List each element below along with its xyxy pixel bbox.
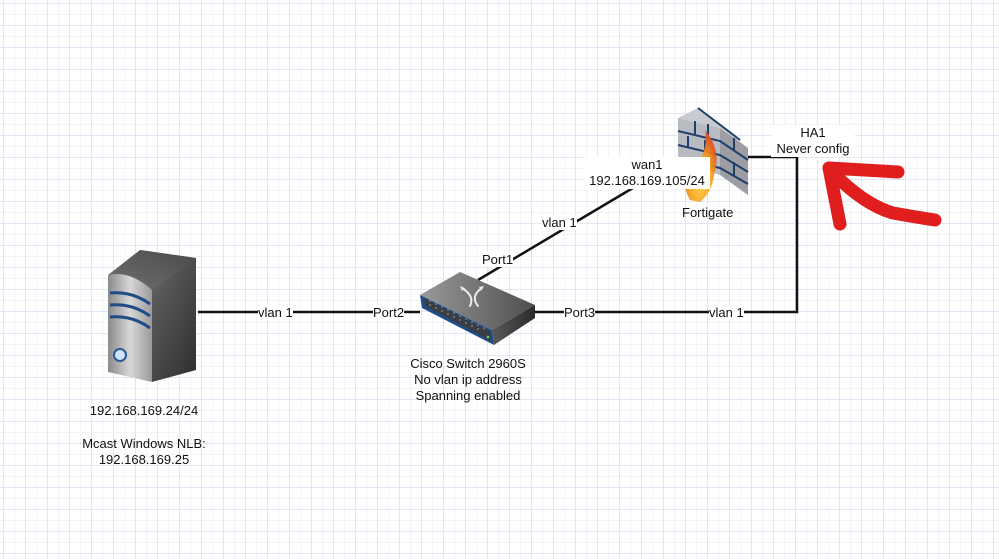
ha1-label-block: HA1 Never config [771, 125, 855, 157]
red-arrow-annotation [822, 161, 942, 231]
ha1-interface-label: HA1 [800, 125, 826, 140]
server-nlb-label: Mcast Windows NLB: [82, 436, 206, 451]
link-server-switch-vlan-label: vlan 1 [258, 305, 293, 320]
server-nlb-ip: 192.168.169.25 [98, 452, 190, 467]
port3-label: Port3 [564, 305, 596, 320]
server-nlb-block: Mcast Windows NLB: 192.168.169.25 [74, 436, 214, 468]
link-wan-vlan-label: vlan 1 [542, 215, 577, 230]
server-ip-label: 192.168.169.24/24 [89, 403, 199, 418]
switch-vlan-note: No vlan ip address [414, 372, 522, 387]
server-tower-icon[interactable] [108, 250, 196, 382]
link-ha-vlan-label: vlan 1 [709, 305, 744, 320]
link-switch-firewall-ha [535, 155, 799, 314]
port2-label: Port2 [373, 305, 405, 320]
port1-label: Port1 [482, 252, 514, 267]
wan1-ip-label: 192.168.169.105/24 [589, 173, 705, 188]
switch-description: Cisco Switch 2960S No vlan ip address Sp… [406, 356, 530, 404]
wan1-interface-label: wan1 [631, 157, 663, 172]
firewall-name-label: Fortigate [682, 205, 734, 220]
switch-model-label: Cisco Switch 2960S [410, 356, 526, 371]
network-switch-icon[interactable] [420, 272, 535, 345]
switch-stp-note: Spanning enabled [415, 388, 521, 403]
ha1-note-label: Never config [776, 141, 850, 156]
wan1-label-block: wan1 192.168.169.105/24 [584, 157, 710, 189]
